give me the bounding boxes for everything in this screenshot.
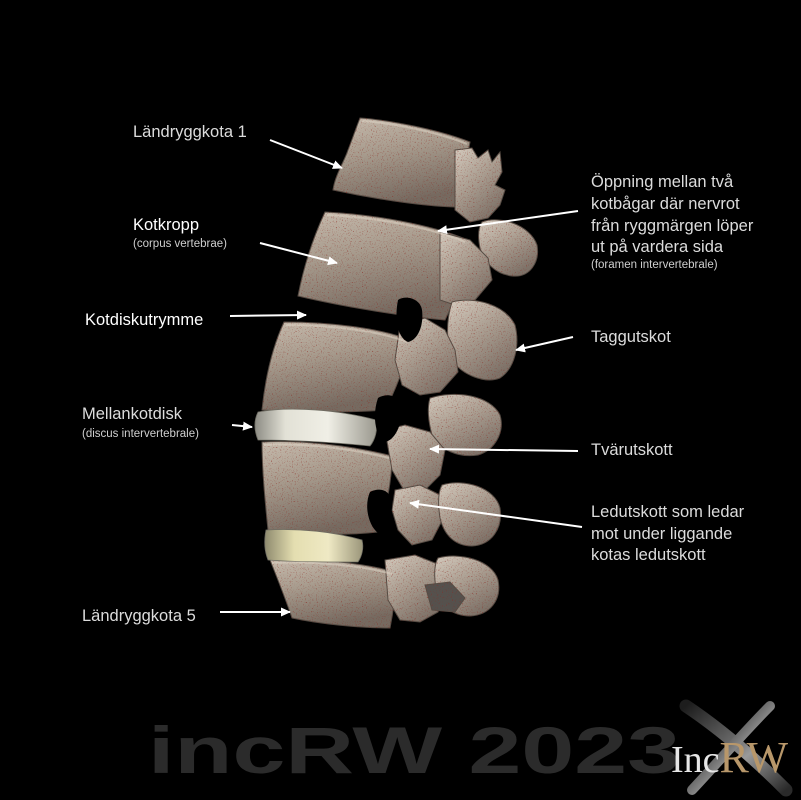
arrow-icon-articular-process [409, 499, 583, 528]
arrow-icon-foramen [437, 210, 579, 235]
left-labels: Ländryggkota 1 Kotkropp (corpus vertebra… [82, 123, 247, 625]
label-articular-process-line-2: mot under liggande [591, 525, 732, 543]
arrow-icon-disc-space [229, 310, 307, 320]
arrow-icon-transverse-process [429, 444, 579, 454]
logo-text: IncRW [671, 733, 788, 782]
logo: IncRW [671, 699, 793, 797]
label-articular-process-line-3: kotas ledutskott [591, 546, 706, 564]
endplate-l2 [326, 214, 466, 243]
label-intervertebral-disc-latin: (discus intervertebrale) [82, 428, 199, 440]
foramen-l3-l4 [374, 395, 402, 442]
vertebra-l2-body [297, 211, 469, 321]
label-articular-process-line-1: Ledutskott som ledar [591, 503, 745, 521]
endplate-l5 [271, 561, 393, 575]
label-spinous-process: Taggutskot [591, 328, 671, 346]
label-foramen-latin: (foramen intervertebrale) [591, 259, 718, 271]
endplate-l1 [361, 120, 468, 145]
label-foramen-line-3: från ryggmärgen löper [591, 217, 754, 235]
intervertebral-discs [254, 408, 378, 563]
logo-text-inc: Inc [671, 739, 720, 781]
logo-emblem-cross [687, 701, 775, 795]
foramen-l4-l5 [367, 489, 392, 533]
spinous-process-l1 [478, 219, 539, 277]
arrow-icon-intervertebral-disc [231, 421, 253, 431]
watermark-text: incRW 2023 [148, 713, 680, 787]
foramen-l2-l3 [396, 297, 423, 342]
endplate-l3 [285, 324, 408, 343]
label-lumbar-vertebra-5: Ländryggkota 5 [82, 607, 196, 625]
foramina [367, 211, 456, 533]
transverse-process-l4 [384, 424, 446, 493]
label-vertebral-body: Kotkropp [133, 216, 199, 234]
endplate-highlights [263, 120, 468, 575]
spine-illustration [261, 117, 539, 629]
bone-fragment [424, 581, 466, 613]
label-vertebral-body-latin: (corpus vertebrae) [133, 238, 227, 250]
spinous-process-l3 [427, 393, 502, 457]
endplate-l4 [263, 443, 390, 459]
label-disc-space: Kotdiskutrymme [85, 311, 203, 329]
label-transverse-process: Tvärutskott [591, 441, 673, 459]
label-foramen-line-2: kotbågar där nervrot [591, 195, 740, 213]
arrows [220, 139, 583, 617]
label-foramen-line-1: Öppning mellan två [591, 173, 734, 191]
vertebra-l2-posterior [439, 231, 493, 306]
vertebra-l1-body [332, 117, 471, 208]
intervertebral-disc-l3-l4 [254, 408, 378, 447]
label-intervertebral-disc: Mellankotdisk [82, 405, 183, 423]
articular-process-l4 [391, 484, 446, 546]
vertebra-l1-posterior [454, 147, 506, 223]
vertebra-l5-posterior [384, 554, 446, 623]
label-lumbar-vertebra-1: Ländryggkota 1 [133, 123, 247, 141]
arrow-icon-spinous-process [515, 336, 574, 353]
logo-text-rw: RW [720, 733, 789, 782]
right-labels: Öppning mellan två kotbågar där nervrot … [591, 173, 754, 564]
intervertebral-disc-l4-l5 [264, 529, 364, 563]
label-foramen-line-4: ut på vardera sida [591, 238, 724, 256]
arrow-icon-lumbar-vertebra-1 [269, 139, 343, 169]
arrow-icon-vertebral-body [259, 242, 338, 266]
